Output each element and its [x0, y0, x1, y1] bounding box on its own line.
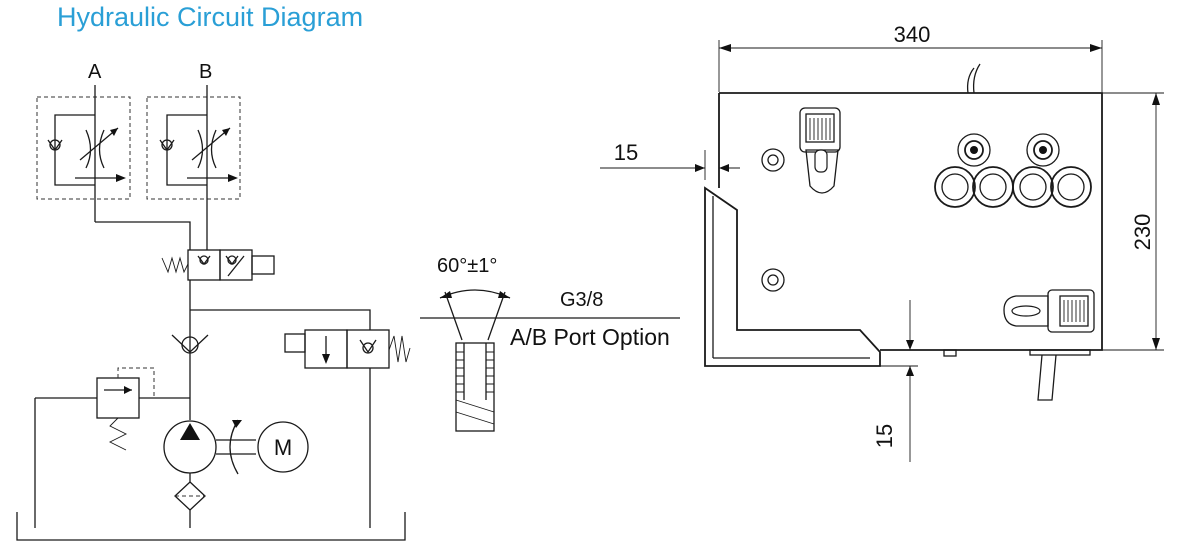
diagram-title: Hydraulic Circuit Diagram [57, 2, 364, 32]
motor: M [257, 421, 309, 473]
dim-height: 230 [1130, 214, 1155, 251]
dim-left-offset: 15 [614, 140, 638, 165]
pump [163, 419, 256, 475]
solenoid-valve-right [284, 329, 411, 528]
dim-bottom-offset: 15 [872, 424, 897, 448]
top-latch [799, 107, 841, 194]
dim-width: 340 [894, 22, 931, 47]
tank [16, 512, 406, 541]
port-angle-label: 60°±1° [437, 255, 497, 277]
port-detail: 60°±1° G3/8 A/B Port Option [420, 255, 680, 432]
port-a-label: A [88, 61, 102, 83]
port-b-label: B [199, 61, 212, 83]
port-option-label: A/B Port Option [510, 324, 670, 350]
relief-valve [34, 367, 190, 528]
port-cluster [934, 133, 1092, 208]
motor-label: M [274, 435, 292, 460]
solenoid-valve-top [161, 249, 275, 281]
flow-control-valve-a [36, 85, 131, 222]
check-valve [171, 334, 209, 354]
thread-label: G3/8 [560, 289, 603, 311]
dimensioned-box: 340 230 15 15 [600, 22, 1164, 462]
flow-control-valve-b [146, 85, 241, 250]
filter [174, 473, 206, 528]
side-latch [1003, 289, 1095, 333]
hydraulic-circuit: A B [16, 61, 411, 541]
